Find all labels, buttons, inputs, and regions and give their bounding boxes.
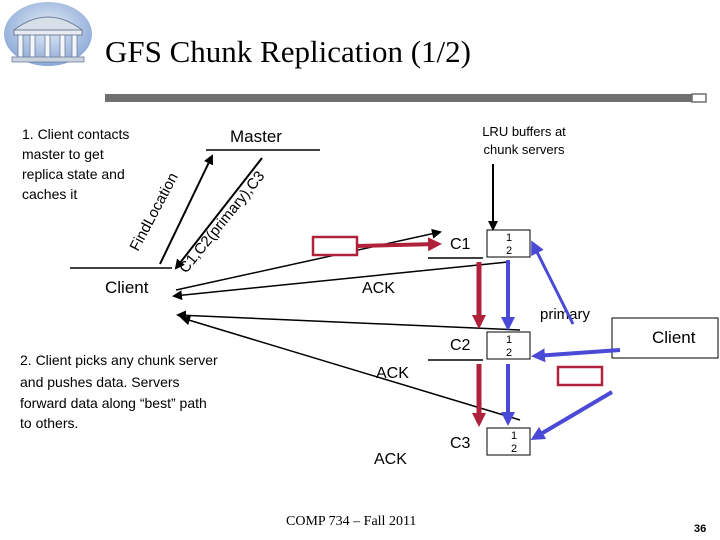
- lru-label-line: chunk servers: [484, 142, 565, 157]
- step2-line: and pushes data. Servers: [20, 374, 180, 390]
- location-reply-arrow: [174, 157, 263, 270]
- title-rule: [105, 93, 707, 103]
- ack-return-arrow: [172, 261, 509, 301]
- step2-line: forward data along “best” path: [20, 395, 207, 411]
- data-buffer: [556, 365, 604, 387]
- step1-line: master to get: [22, 146, 104, 162]
- primary-label: primary: [540, 306, 591, 323]
- old-well-logo: [4, 2, 92, 66]
- client2-box: Client: [611, 317, 719, 359]
- master-label: Master: [230, 127, 282, 146]
- step1-line: 1. Client contacts: [22, 126, 129, 142]
- buffer-pointer-arrow: [531, 240, 575, 325]
- server-c1-label: C1: [450, 236, 471, 253]
- buffer-slot: 1: [506, 232, 512, 244]
- buffer-slot: 2: [511, 443, 517, 455]
- step2-description: 2. Client picks any chunk server and pus…: [20, 352, 218, 431]
- location-reply-label: C1,C2(primary),C3: [176, 168, 268, 277]
- buffer-slot: 2: [506, 245, 512, 257]
- ack-label: ACK: [376, 365, 409, 382]
- ack-label: ACK: [374, 451, 407, 468]
- buffer-slot: 1: [511, 430, 517, 442]
- find-location-label: FindLocation: [127, 170, 182, 254]
- data-push-arrow: [356, 237, 442, 252]
- step1-line: caches it: [22, 186, 77, 202]
- server-c2-label: C2: [450, 337, 471, 354]
- ack-return-arrow: [176, 310, 521, 331]
- data-buffer: [311, 235, 359, 257]
- server-c1-buffer: 1 2: [486, 229, 531, 258]
- page-number: 36: [694, 523, 706, 535]
- server-c2-buffer: 1 2: [486, 331, 531, 360]
- find-location-arrow: [159, 154, 214, 265]
- lru-buffers-label: LRU buffers at chunk servers: [482, 124, 566, 157]
- step2-line: to others.: [20, 415, 78, 431]
- push-data-arrow: [175, 228, 442, 291]
- server-c3-buffer: 1 2: [486, 427, 531, 456]
- step1-description: 1. Client contacts master to get replica…: [22, 126, 129, 202]
- slide-title: GFS Chunk Replication (1/2): [105, 34, 471, 69]
- server-c3-label: C3: [450, 435, 471, 452]
- ack-return-arrow: [180, 315, 521, 421]
- client-label: Client: [105, 278, 149, 297]
- buffer-pointer-arrow: [530, 390, 614, 441]
- client2-label: Client: [652, 328, 696, 347]
- buffer-slot: 1: [506, 334, 512, 346]
- footer-text: COMP 734 – Fall 2011: [286, 514, 416, 529]
- lru-label-line: LRU buffers at: [482, 124, 566, 139]
- buffer-slot: 2: [506, 347, 512, 359]
- step2-line: 2. Client picks any chunk server: [20, 352, 218, 368]
- ack-label: ACK: [362, 280, 395, 297]
- buffer-pointer-arrow: [531, 348, 621, 363]
- step1-line: replica state and: [22, 166, 125, 182]
